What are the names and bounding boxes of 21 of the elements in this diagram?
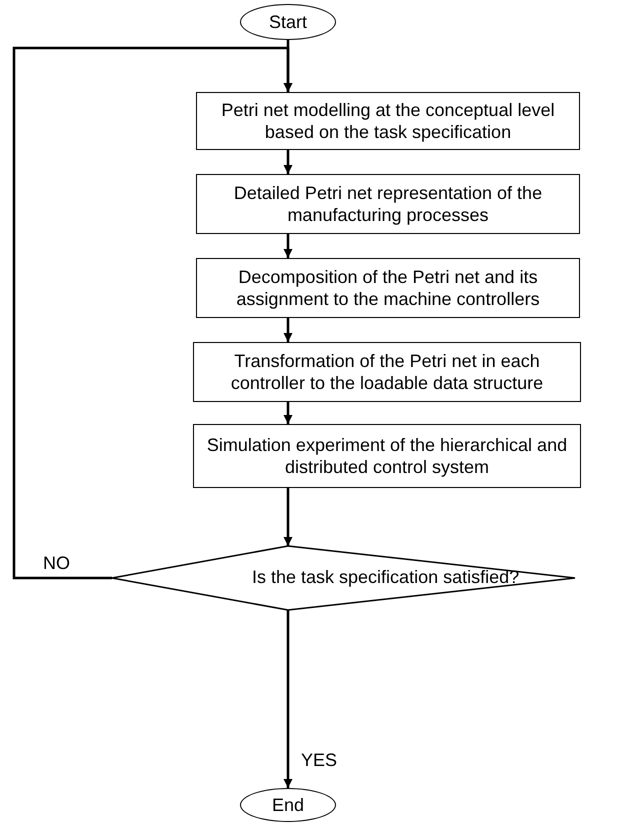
arrow [284, 402, 292, 424]
arrow [284, 610, 292, 788]
arrow [284, 318, 292, 342]
node-text: Detailed Petri net representation of the manufacturing processes [232, 182, 544, 226]
process-box [196, 258, 580, 318]
arrow [284, 234, 292, 258]
node-text: Simulation experiment of the hierarchical and distributed control system [206, 434, 568, 478]
node-text: Start [268, 10, 307, 34]
arrow [284, 488, 292, 546]
arrow [12, 46, 292, 580]
node-text: End [272, 794, 304, 816]
process-box [196, 174, 580, 234]
node-text: Petri net modelling at the conceptual level based on the task specification [220, 98, 556, 144]
decision-text: Is the task specification satisfied? [252, 567, 520, 588]
node-text: Decomposition of the Petri net and its assignment to the machine controllers [235, 266, 541, 310]
arrow [284, 150, 292, 174]
process-box [193, 424, 581, 488]
node-text: Transformation of the Petri net in each controller to the loadable data structure [230, 350, 544, 394]
process-box [196, 92, 580, 150]
decision-diamond [111, 545, 576, 611]
process-box [193, 342, 581, 402]
